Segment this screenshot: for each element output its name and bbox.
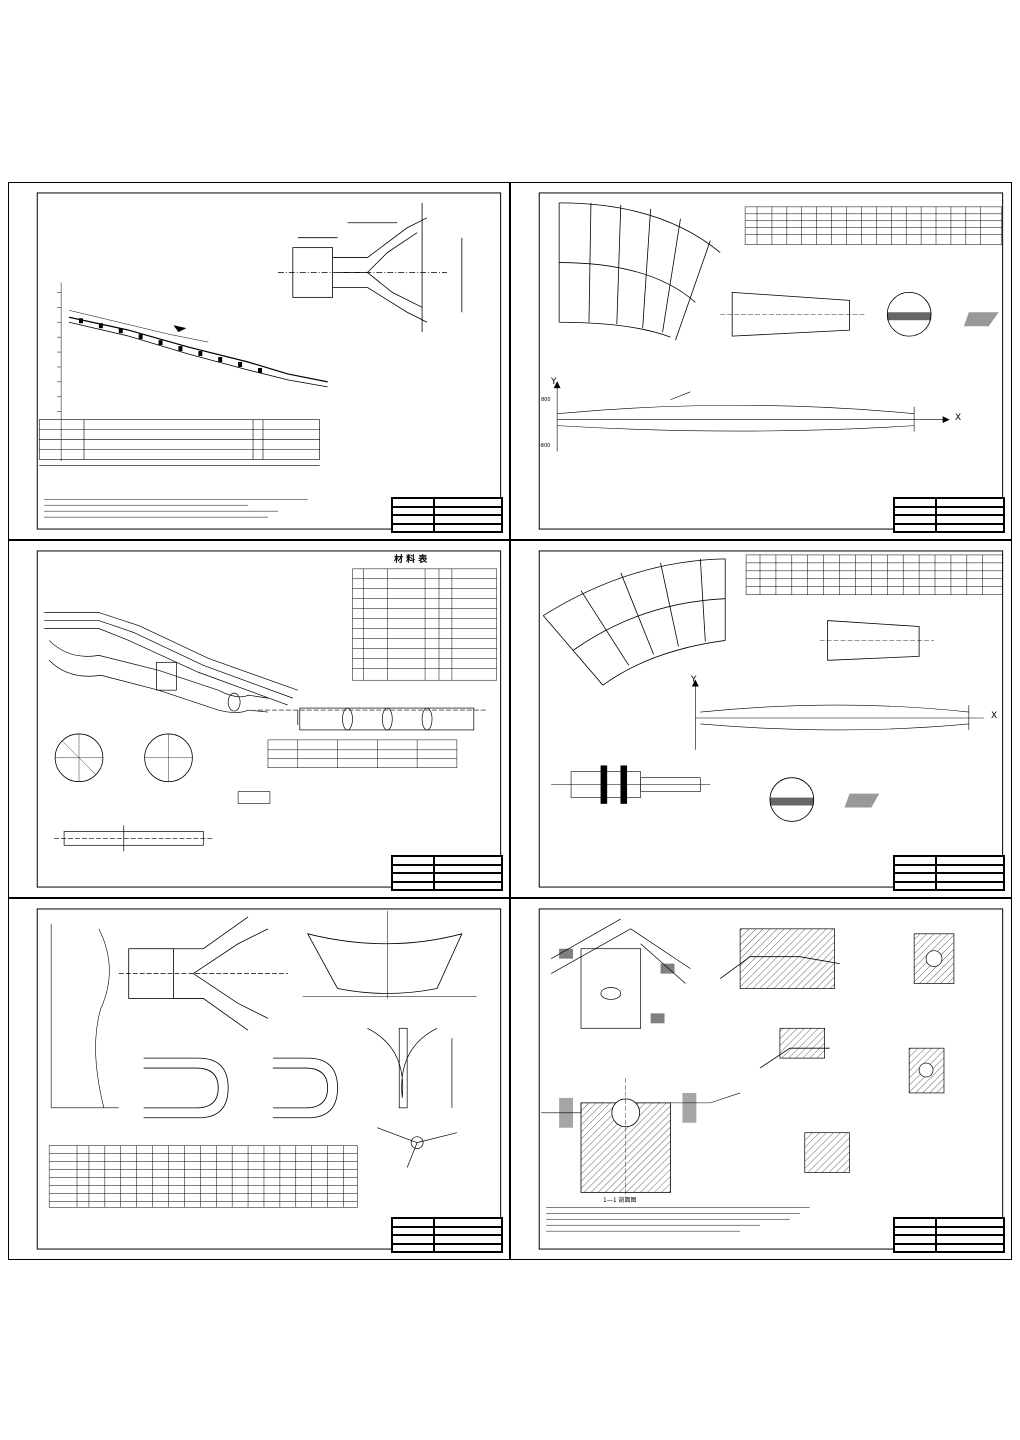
material-table-title: 材 料 表	[394, 555, 428, 565]
drawing-sheet-6: 1—1 剖面图	[510, 898, 1012, 1260]
y-axis-label: Y	[691, 675, 697, 685]
title-block	[391, 497, 503, 533]
section-1-1-label: 1—1 剖面图	[603, 1197, 637, 1204]
title-block	[893, 855, 1005, 891]
drawing-sheet-2: Y X 800 -800	[510, 182, 1012, 540]
y-tick-top: 800	[541, 397, 551, 403]
x-axis-label: X	[991, 711, 998, 721]
title-block	[391, 855, 503, 891]
y-tick-bottom: -800	[539, 443, 551, 449]
anchor-block-drawing	[538, 908, 1004, 1250]
bend-30-drawing	[538, 550, 1004, 888]
drawing-sheet-5	[8, 898, 510, 1260]
pipe-layout-drawing	[36, 550, 502, 888]
bifurcation-drawing	[36, 908, 502, 1250]
profile-drawing	[36, 192, 502, 530]
drawing-sheet-3: 材 料 表	[8, 540, 510, 898]
drawing-sheet-1	[8, 182, 510, 540]
title-block	[893, 1217, 1005, 1253]
title-block	[893, 497, 1005, 533]
x-axis-label: X	[955, 413, 962, 423]
drawing-sheet-4: Y X	[510, 540, 1012, 898]
y-axis-label: Y	[551, 377, 557, 387]
title-block	[391, 1217, 503, 1253]
bend-drawing	[538, 192, 1004, 530]
